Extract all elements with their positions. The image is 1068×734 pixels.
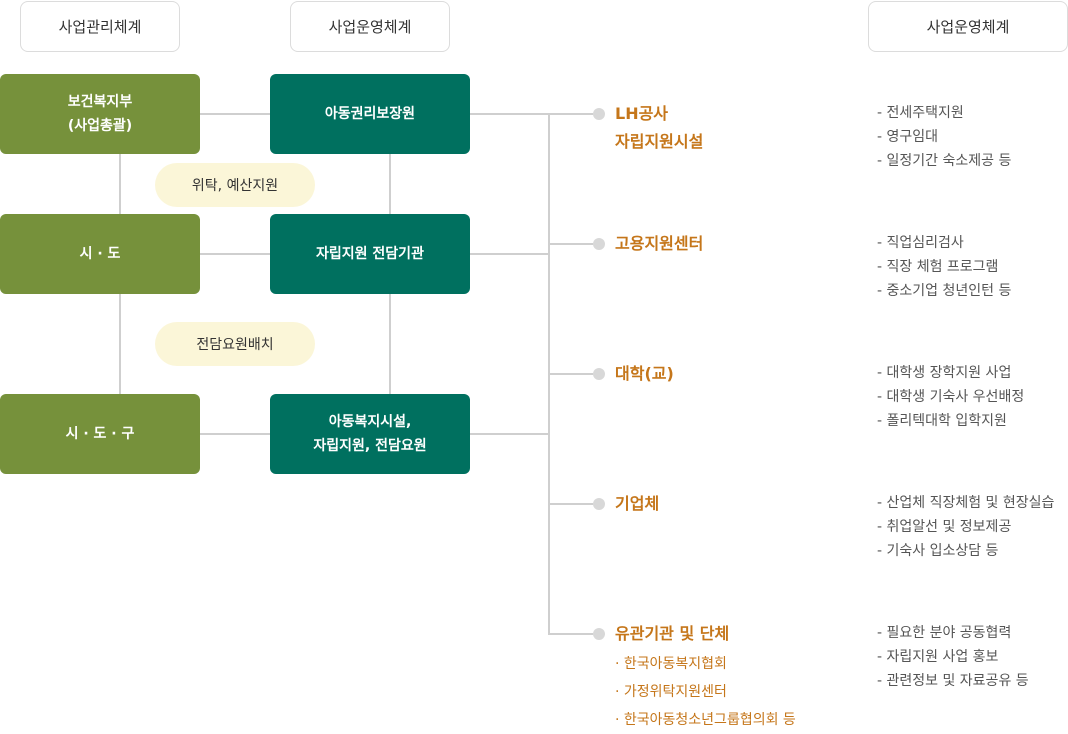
detail-item: - 폴리텍대학 입학지원 [877,413,1007,429]
box-district: 시 · 도 · 구 [0,394,200,474]
bullet-dot [593,108,605,120]
branch-line [548,373,593,375]
related-org-item: · 가정위탁지원센터 [615,684,727,700]
detail-item: - 직장 체험 프로그램 [877,259,999,275]
box-ministry: 보건복지부 (사업총괄) [0,74,200,154]
detail-item: - 전세주택지원 [877,105,964,121]
box-child-rights-agency: 아동권리보장원 [270,74,470,154]
category-employment-center: 고용지원센터 [615,234,704,253]
detail-item: - 자립지원 사업 홍보 [877,649,999,665]
box-independence-support-agency: 자립지원 전담기관 [270,214,470,294]
branch-line [548,113,593,115]
pill-commission-budget: 위탁, 예산지원 [155,163,315,207]
connector-line [389,153,391,215]
connector-line [200,433,270,435]
details-university: - 대학생 장학지원 사업 - 대학생 기숙사 우선배정 - 폴리텍대학 입학지… [877,361,1024,433]
header-operation: 사업운영체계 [290,1,450,52]
detail-item: - 일정기간 숙소제공 등 [877,153,1012,169]
header-management: 사업관리체계 [20,1,180,52]
detail-item: - 직업심리검사 [877,235,964,251]
detail-item: - 취업알선 및 정보제공 [877,519,1012,535]
detail-item: - 관련정보 및 자료공유 등 [877,673,1029,689]
connector-line [470,433,550,435]
details-employment-center: - 직업심리검사 - 직장 체험 프로그램 - 중소기업 청년인턴 등 [877,231,1011,303]
connector-line [119,153,121,215]
detail-item: - 대학생 기숙사 우선배정 [877,389,1025,405]
detail-item: - 대학생 장학지원 사업 [877,365,1012,381]
detail-item: - 산업체 직장체험 및 현장실습 [877,495,1055,511]
category-related-org: 유관기관 및 단체 [615,624,730,643]
box-province: 시 · 도 [0,214,200,294]
connector-line [200,113,270,115]
detail-item: - 필요한 분야 공동협력 [877,625,1012,641]
category-university: 대학(교) [615,364,674,383]
details-lh: - 전세주택지원 - 영구임대 - 일정기간 숙소제공 등 [877,101,1011,173]
bullet-dot [593,368,605,380]
header-operation-partners: 사업운영체계 [868,1,1068,52]
detail-item: - 영구임대 [877,129,939,145]
branch-line [548,633,593,635]
connector-line [389,293,391,395]
bullet-dot [593,238,605,250]
related-org-item: · 한국아동복지협회 [615,656,727,672]
bullet-dot [593,628,605,640]
branch-line [548,243,593,245]
pill-staff-placement: 전담요원배치 [155,322,315,366]
category-lh: LH공사 자립지원시설 [615,104,704,151]
connector-line [119,293,121,395]
detail-item: - 중소기업 청년인턴 등 [877,283,1012,299]
branch-line [548,503,593,505]
connector-line [200,253,270,255]
bullet-dot [593,498,605,510]
details-related-org: - 필요한 분야 공동협력 - 자립지원 사업 홍보 - 관련정보 및 자료공유… [877,621,1029,693]
connector-line [470,253,550,255]
connector-line [470,113,550,115]
detail-item: - 기숙사 입소상담 등 [877,543,999,559]
category-company: 기업체 [615,494,660,513]
box-welfare-facility: 아동복지시설, 자립지원, 전담요원 [270,394,470,474]
details-company: - 산업체 직장체험 및 현장실습 - 취업알선 및 정보제공 - 기숙사 입소… [877,491,1054,563]
related-org-item: · 한국아동청소년그룹협의회 등 [615,712,796,728]
